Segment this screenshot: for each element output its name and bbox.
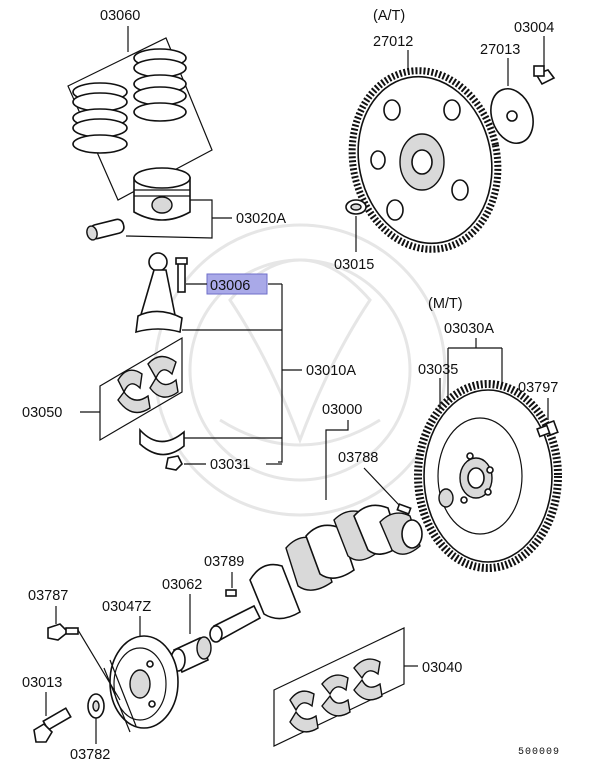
crank-pulley-03047z[interactable] <box>103 635 179 733</box>
rod-bearings-group[interactable] <box>80 336 183 442</box>
label-03797[interactable]: 03797 <box>518 380 558 396</box>
piston-ring-set-left <box>72 82 128 154</box>
label-mt: (M/T) <box>428 296 463 312</box>
label-03787[interactable]: 03787 <box>28 588 68 604</box>
label-03040[interactable]: 03040 <box>422 660 462 676</box>
flywheel-03030a[interactable] <box>414 380 562 572</box>
label-03020a[interactable]: 03020A <box>236 211 286 227</box>
pilot-bushing-03015[interactable] <box>345 199 367 215</box>
drive-plate-27012[interactable] <box>336 57 514 263</box>
label-03006[interactable]: 03006 <box>210 278 250 294</box>
main-bearings-group[interactable] <box>273 627 418 747</box>
label-03062[interactable]: 03062 <box>162 577 202 593</box>
diagram-code: 500009 <box>518 747 560 758</box>
label-03060[interactable]: 03060 <box>100 8 140 24</box>
pin-03788[interactable] <box>396 503 412 515</box>
bolt-03797[interactable] <box>536 419 559 438</box>
piston-rings-group[interactable] <box>67 26 213 201</box>
label-03035[interactable]: 03035 <box>418 362 458 378</box>
label-03000[interactable]: 03000 <box>322 402 362 418</box>
label-at: (A/T) <box>373 8 405 24</box>
label-27013[interactable]: 27013 <box>480 42 520 58</box>
adapter-plate-27013[interactable] <box>484 83 541 149</box>
label-27012[interactable]: 27012 <box>373 34 413 50</box>
label-03010a[interactable]: 03010A <box>306 363 356 379</box>
label-03004[interactable]: 03004 <box>514 20 554 36</box>
key-03789[interactable] <box>225 589 237 597</box>
label-03013[interactable]: 03013 <box>22 675 62 691</box>
rod-bolt-03006 <box>175 257 188 293</box>
washer-03782[interactable] <box>87 693 105 719</box>
piston-ring-set-right <box>133 48 187 122</box>
rod-nut-03031[interactable] <box>165 455 183 471</box>
label-03047z[interactable]: 03047Z <box>102 599 151 615</box>
label-03015[interactable]: 03015 <box>334 257 374 273</box>
label-03789[interactable]: 03789 <box>204 554 244 570</box>
label-03030a[interactable]: 03030A <box>444 321 494 337</box>
rod-cap[interactable] <box>139 427 185 456</box>
crankshaft-03000[interactable] <box>209 504 423 643</box>
label-03031[interactable]: 03031 <box>210 457 250 473</box>
connecting-rod-group[interactable] <box>135 252 188 334</box>
watermark-emblem <box>153 223 447 517</box>
label-03050[interactable]: 03050 <box>22 405 62 421</box>
bolt-03013[interactable] <box>33 707 72 743</box>
bolt-03787[interactable] <box>47 623 79 641</box>
piston-group[interactable] <box>85 167 232 241</box>
label-03788[interactable]: 03788 <box>338 450 378 466</box>
bolt-03004[interactable] <box>533 65 556 86</box>
label-03782[interactable]: 03782 <box>70 747 110 763</box>
